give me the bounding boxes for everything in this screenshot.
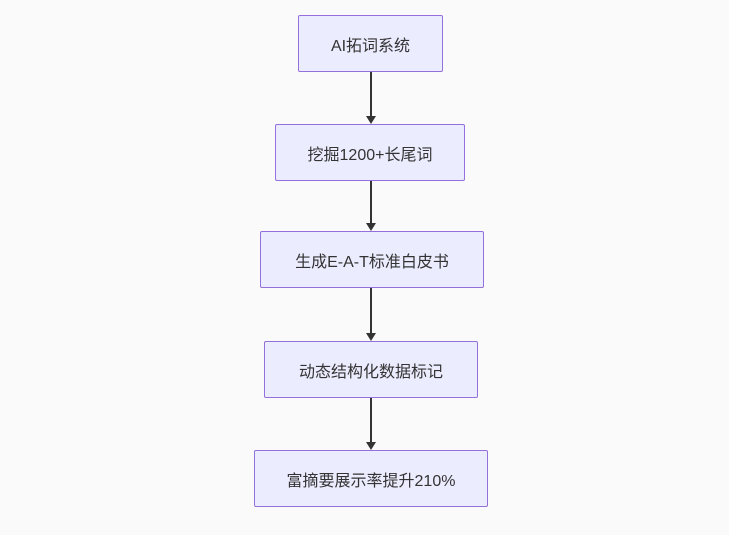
edge-arrow-4 [366, 398, 376, 450]
edge-arrow-3 [366, 288, 376, 341]
flow-node-longtail-mining: 挖掘1200+长尾词 [275, 124, 465, 181]
flow-node-ai-word-system: AI拓词系统 [298, 15, 443, 72]
flow-node-rich-snippet-result: 富摘要展示率提升210% [254, 450, 488, 507]
flow-node-structured-data: 动态结构化数据标记 [264, 341, 478, 398]
edge-arrow-1 [366, 72, 376, 124]
flow-node-eat-whitepaper: 生成E-A-T标准白皮书 [260, 231, 484, 288]
edge-arrow-2 [366, 181, 376, 231]
